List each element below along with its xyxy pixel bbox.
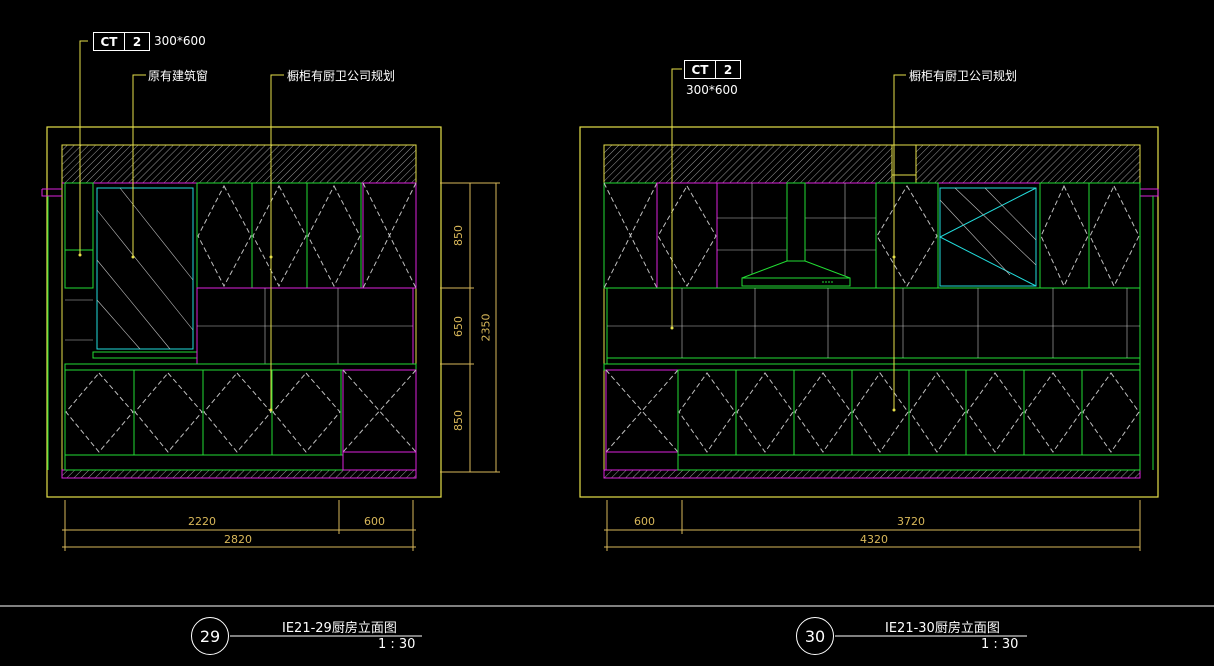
drawing-scale-right: 1 : 30	[981, 637, 1019, 652]
dim-width-a: 600	[634, 515, 655, 528]
drawing-number-left: 29	[191, 617, 229, 655]
dim-width-total: 4320	[860, 533, 888, 546]
tag-size-right: 300*600	[686, 83, 738, 97]
dim-width-b: 600	[364, 515, 385, 528]
note-cabinet-left: 橱柜有厨卫公司规划	[287, 69, 396, 83]
material-tag-right: CT 2	[684, 60, 741, 79]
material-tag-left: CT 2	[93, 32, 150, 51]
drawing-scale-left: 1 : 30	[378, 637, 416, 652]
dim-middle: 650	[452, 316, 465, 337]
dim-upper: 850	[452, 225, 465, 246]
dim-width-b: 3720	[897, 515, 925, 528]
tag-size-left: 300*600	[154, 34, 206, 48]
note-window: 原有建筑窗	[148, 69, 209, 83]
dim-width-a: 2220	[188, 515, 216, 528]
tag-number: 2	[723, 62, 733, 77]
tag-code: CT	[94, 33, 125, 50]
elevation-29	[41, 40, 500, 551]
tag-number: 2	[132, 34, 142, 49]
tag-code: CT	[685, 61, 716, 78]
elevation-30	[579, 68, 1159, 551]
note-cabinet-right: 橱柜有厨卫公司规划	[909, 69, 1018, 83]
dim-width-total: 2820	[224, 533, 252, 546]
dim-lower: 850	[452, 410, 465, 431]
drawing-title-left: IE21-29厨房立面图	[282, 621, 397, 636]
dim-total-height: 2350	[479, 313, 493, 342]
drawing-number-right: 30	[796, 617, 834, 655]
drawing-title-right: IE21-30厨房立面图	[885, 621, 1000, 636]
